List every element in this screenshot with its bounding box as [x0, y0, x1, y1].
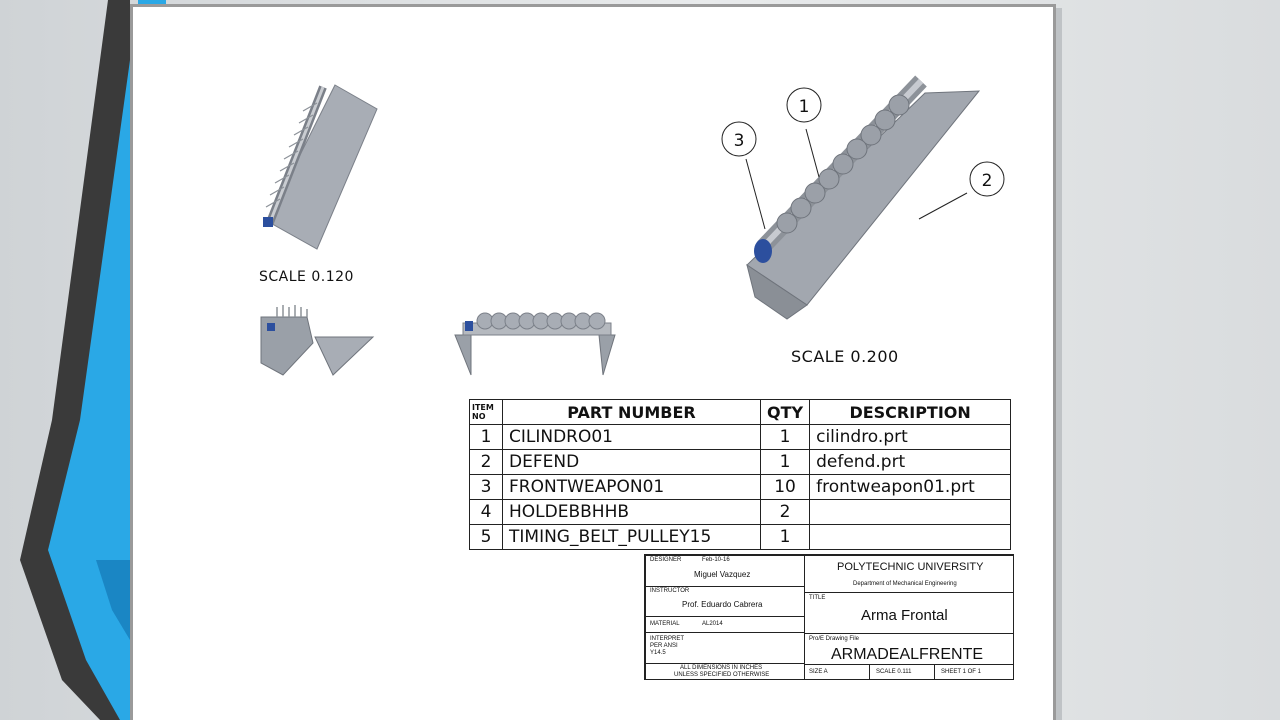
- bom-item: 4: [469, 499, 503, 525]
- sheet-shadow: [1056, 8, 1062, 720]
- bom-header-row: ITEM NO PART NUMBER QTY DESCRIPTION: [469, 399, 1012, 425]
- bom-item: 5: [469, 524, 503, 550]
- view-isometric-main: 1 3 2: [721, 75, 1005, 320]
- table-row: 5 TIMING_BELT_PULLEY15 1: [469, 524, 1012, 550]
- tb-title-label: TITLE: [809, 595, 826, 601]
- tb-file-label: Pro/E Drawing File: [809, 636, 860, 642]
- view-front: [260, 305, 375, 376]
- scale-label-right: SCALE 0.200: [791, 347, 899, 366]
- balloon-2: 2: [982, 171, 993, 191]
- bom-part: HOLDEBBHHB: [502, 499, 761, 525]
- bom-table: ITEM NO PART NUMBER QTY DESCRIPTION 1 CI…: [469, 399, 1012, 550]
- tb-interpret: INTERPRET PER ANSI Y14.5: [650, 636, 684, 656]
- bom-desc: cilindro.prt: [809, 424, 1012, 450]
- bom-qty: 1: [759, 449, 811, 475]
- bom-item: 1: [469, 424, 503, 450]
- title-block: DESIGNER Feb-10-16 Miguel Vazquez INSTRU…: [644, 554, 1014, 680]
- tb-designer-label: DESIGNER: [650, 557, 682, 563]
- table-row: 2 DEFEND 1 defend.prt: [469, 449, 1012, 475]
- tb-scale-cell: SCALE 0.111: [869, 664, 935, 680]
- bom-part: FRONTWEAPON01: [502, 474, 761, 500]
- tb-size-cell: SIZE A: [804, 664, 870, 680]
- bom-item: 3: [469, 474, 503, 500]
- tb-file-value: ARMADEALFRENTE: [831, 646, 984, 663]
- bom-qty: 1: [759, 424, 811, 450]
- view-side: [454, 312, 616, 376]
- balloon-1: 1: [799, 97, 810, 117]
- balloon-3: 3: [734, 131, 745, 151]
- view-top-left: [263, 84, 378, 250]
- bom-header-desc: DESCRIPTION: [809, 399, 1012, 425]
- bom-part: DEFEND: [502, 449, 761, 475]
- tb-instructor-cell: INSTRUCTOR Prof. Eduardo Cabrera: [645, 586, 805, 617]
- tb-designer-date: Feb-10-16: [702, 557, 730, 563]
- bom-header-part: PART NUMBER: [502, 399, 761, 425]
- tb-title-value: Arma Frontal: [861, 607, 948, 624]
- bom-part: TIMING_BELT_PULLEY15: [502, 524, 761, 550]
- table-row: 1 CILINDRO01 1 cilindro.prt: [469, 424, 1012, 450]
- bom-desc: defend.prt: [809, 449, 1012, 475]
- tb-scale: SCALE 0.111: [876, 669, 912, 675]
- tb-instructor-name: Prof. Eduardo Cabrera: [682, 600, 763, 609]
- tb-title-cell: TITLE Arma Frontal: [804, 592, 1014, 634]
- bom-header-qty: QTY: [759, 399, 811, 425]
- tb-dimensions-note-1: ALL DIMENSIONS IN INCHES: [680, 665, 763, 671]
- tb-department: Department of Mechanical Engineering: [853, 581, 957, 587]
- bom-desc: [809, 524, 1012, 550]
- bom-part: CILINDRO01: [502, 424, 761, 450]
- bom-qty: 10: [759, 474, 811, 500]
- table-row: 3 FRONTWEAPON01 10 frontweapon01.prt: [469, 474, 1012, 500]
- scale-label-top-left: SCALE 0.120: [259, 269, 354, 285]
- tb-material-label: MATERIAL: [650, 621, 680, 627]
- tb-designer-name: Miguel Vazquez: [694, 570, 751, 579]
- tb-material-value: AL2014: [702, 621, 723, 627]
- tb-interpret-cell: INTERPRET PER ANSI Y14.5: [645, 632, 805, 664]
- bom-item: 2: [469, 449, 503, 475]
- slide-blue-shade: [96, 560, 130, 640]
- drawing-sheet: SCALE 0.120: [130, 4, 1056, 720]
- tb-instructor-label: INSTRUCTOR: [650, 588, 690, 594]
- tb-university: POLYTECHNIC UNIVERSITY: [837, 561, 984, 573]
- bom-header-item: ITEM NO: [469, 399, 503, 425]
- tb-dimensions-cell: ALL DIMENSIONS IN INCHES UNLESS SPECIFIE…: [645, 663, 805, 680]
- tb-sheet: SHEET 1 OF 1: [941, 669, 981, 675]
- bom-qty: 2: [759, 499, 811, 525]
- tb-sheet-cell: SHEET 1 OF 1: [934, 664, 1014, 680]
- tb-size: SIZE A: [809, 669, 828, 675]
- tb-designer-cell: DESIGNER Feb-10-16 Miguel Vazquez: [645, 555, 805, 587]
- table-row: 4 HOLDEBBHHB 2: [469, 499, 1012, 525]
- tb-file-cell: Pro/E Drawing File ARMADEALFRENTE: [804, 633, 1014, 665]
- slide-blue-band: [48, 60, 130, 720]
- bom-desc: [809, 499, 1012, 525]
- tb-dimensions-note-2: UNLESS SPECIFIED OTHERWISE: [674, 672, 770, 678]
- tb-material-cell: MATERIAL AL2014: [645, 616, 805, 633]
- bom-desc: frontweapon01.prt: [809, 474, 1012, 500]
- bom-qty: 1: [759, 524, 811, 550]
- tb-university-cell: POLYTECHNIC UNIVERSITY Department of Mec…: [804, 555, 1014, 593]
